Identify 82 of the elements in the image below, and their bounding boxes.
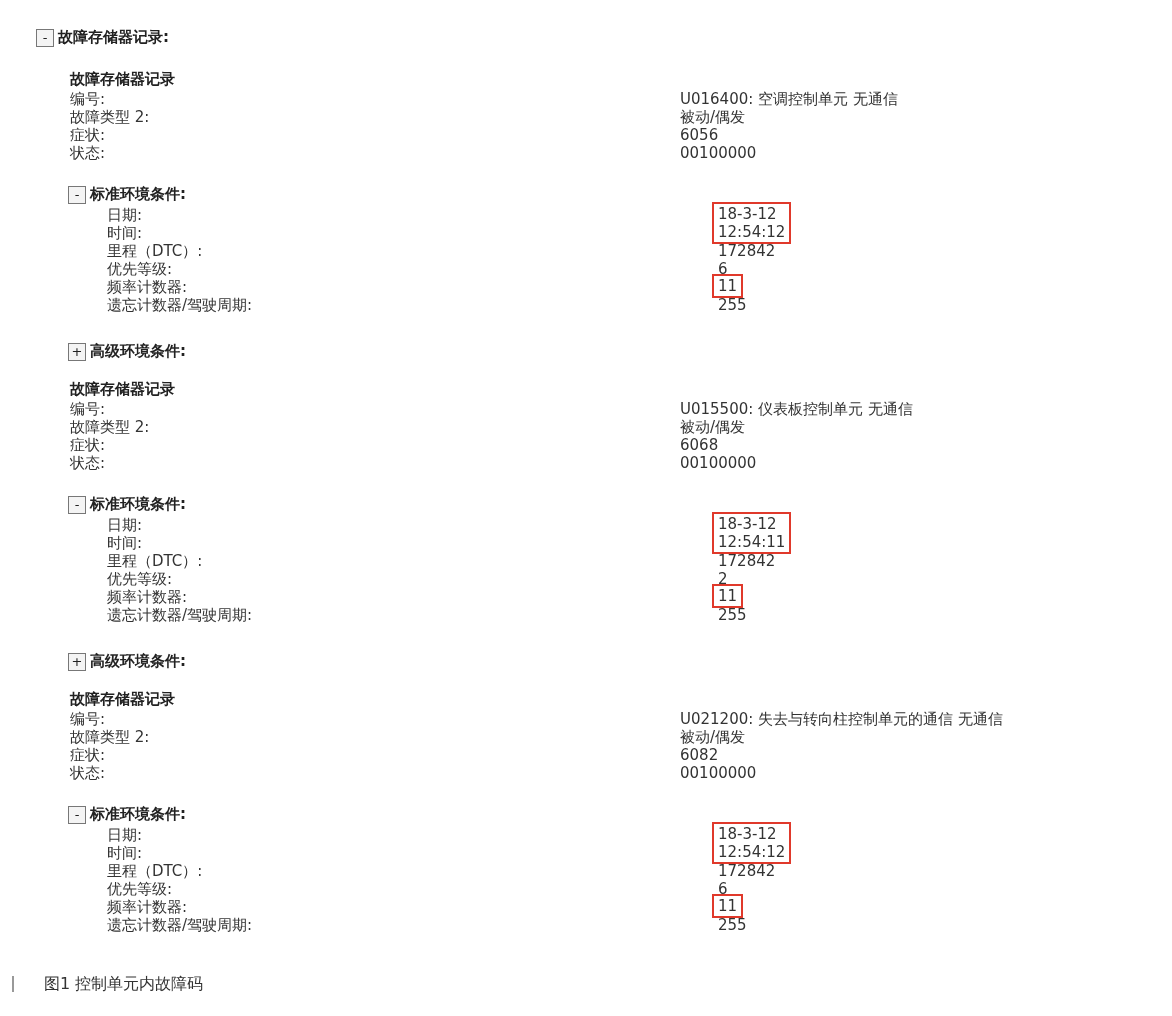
section-heading: 标准环境条件:: [90, 185, 186, 203]
toggle-button: -: [36, 28, 54, 47]
field-label: 优先等级:: [107, 260, 173, 278]
field-value: 被动/偶发: [680, 418, 746, 436]
field-label: 频率计数器:: [107, 278, 188, 296]
field-value: 172842: [718, 552, 776, 570]
field-value: 172842: [718, 242, 776, 260]
field-label: 遗忘计数器/驾驶周期:: [107, 606, 253, 624]
field-value: 172842: [718, 862, 776, 880]
highlight-box: [712, 822, 792, 864]
field-label: 症状:: [70, 436, 106, 454]
field-label: 遗忘计数器/驾驶周期:: [107, 296, 253, 314]
field-label: 优先等级:: [107, 880, 173, 898]
highlight-box: [712, 894, 744, 918]
highlighted-value: 11: [718, 897, 738, 915]
highlighted-value: 11: [718, 277, 738, 295]
field-label: 症状:: [70, 746, 106, 764]
record-heading: 故障存储器记录: [70, 70, 175, 88]
section-heading: 高级环境条件:: [90, 652, 186, 670]
highlighted-value: 12:54:12: [718, 223, 786, 241]
toggle-button: +: [68, 652, 86, 671]
field-label: 故障类型 2:: [70, 728, 150, 746]
field-value: 00100000: [680, 764, 757, 782]
field-label: 遗忘计数器/驾驶周期:: [107, 916, 253, 934]
field-label: 症状:: [70, 126, 106, 144]
field-label: 里程（DTC）:: [107, 242, 203, 260]
section-heading: 标准环境条件:: [90, 805, 186, 823]
highlight-box: [712, 202, 792, 244]
figure-caption: 图1 控制单元内故障码: [44, 975, 204, 993]
field-value: 6082: [680, 746, 719, 764]
field-value: 00100000: [680, 454, 757, 472]
field-label: 状态:: [70, 144, 106, 162]
field-label: 频率计数器:: [107, 588, 188, 606]
field-value: 00100000: [680, 144, 757, 162]
field-label: 日期:: [107, 826, 143, 844]
toggle-button: -: [68, 805, 86, 824]
field-value: U015500: 仪表板控制单元 无通信: [680, 400, 913, 418]
field-value: 6068: [680, 436, 719, 454]
field-value: 6: [718, 260, 728, 278]
section-heading: 标准环境条件:: [90, 495, 186, 513]
highlighted-value: 18-3-12: [718, 205, 778, 223]
field-value: 6056: [680, 126, 719, 144]
highlighted-value: 12:54:11: [718, 533, 786, 551]
highlighted-value: 18-3-12: [718, 515, 778, 533]
toggle-button: -: [68, 495, 86, 514]
field-value: 255: [718, 296, 747, 314]
field-label: 日期:: [107, 516, 143, 534]
highlight-box: [712, 512, 792, 554]
highlighted-value: 11: [718, 587, 738, 605]
field-label: 编号:: [70, 710, 106, 728]
field-label: 时间:: [107, 534, 143, 552]
field-value: 被动/偶发: [680, 728, 746, 746]
field-label: 状态:: [70, 764, 106, 782]
field-value: U016400: 空调控制单元 无通信: [680, 90, 898, 108]
field-value: 被动/偶发: [680, 108, 746, 126]
field-label: 时间:: [107, 224, 143, 242]
field-value: U021200: 失去与转向柱控制单元的通信 无通信: [680, 710, 1003, 728]
field-label: 编号:: [70, 90, 106, 108]
section-heading: 故障存储器记录:: [58, 28, 169, 46]
field-label: 状态:: [70, 454, 106, 472]
record-heading: 故障存储器记录: [70, 690, 175, 708]
field-label: 里程（DTC）:: [107, 862, 203, 880]
field-label: 编号:: [70, 400, 106, 418]
toggle-button: +: [68, 342, 86, 361]
highlighted-value: 18-3-12: [718, 825, 778, 843]
field-value: 255: [718, 606, 747, 624]
field-label: 里程（DTC）:: [107, 552, 203, 570]
toggle-button: -: [68, 185, 86, 204]
section-heading: 高级环境条件:: [90, 342, 186, 360]
highlight-box: [712, 274, 744, 298]
field-value: 255: [718, 916, 747, 934]
field-label: 优先等级:: [107, 570, 173, 588]
highlighted-value: 12:54:12: [718, 843, 786, 861]
field-label: 频率计数器:: [107, 898, 188, 916]
field-label: 故障类型 2:: [70, 418, 150, 436]
field-value: 2: [718, 570, 728, 588]
field-label: 故障类型 2:: [70, 108, 150, 126]
highlight-box: [712, 584, 744, 608]
field-value: 6: [718, 880, 728, 898]
record-heading: 故障存储器记录: [70, 380, 175, 398]
field-label: 日期:: [107, 206, 143, 224]
field-label: 时间:: [107, 844, 143, 862]
